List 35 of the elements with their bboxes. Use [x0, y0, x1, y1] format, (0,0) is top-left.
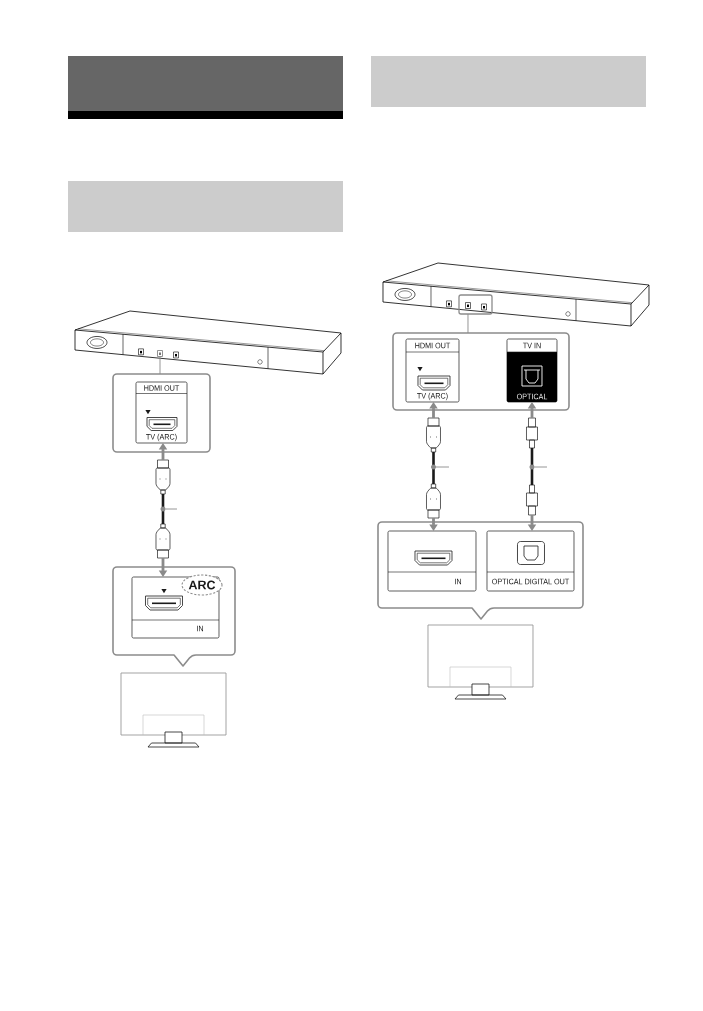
leader-line: [435, 466, 450, 468]
port-panel: [405, 338, 460, 403]
tv-drawing: [427, 624, 534, 700]
callout-box: [112, 566, 236, 667]
leader-line: [534, 466, 548, 468]
tv-drawing: [120, 672, 227, 748]
callout-box: [377, 521, 584, 620]
port-panel: [506, 338, 558, 403]
port-label: OPTICAL DIGITAL OUT: [492, 578, 570, 585]
port-label: TV (ARC): [146, 433, 177, 442]
connector-line: [159, 356, 161, 375]
port-label: IN: [197, 625, 203, 632]
hdmi-cable: [426, 417, 441, 519]
leader-line: [165, 508, 178, 510]
port-label: OPTICAL: [516, 393, 548, 400]
callout-box: [392, 332, 570, 411]
soundbar-drawing: [74, 310, 342, 375]
port-label: TV (ARC): [417, 392, 448, 401]
port-panel: [486, 530, 575, 592]
port-label: IN: [455, 578, 461, 585]
highlight-box: [458, 294, 493, 315]
port-socket: [157, 350, 163, 357]
panel-heading: HDMI OUT: [415, 342, 451, 349]
callout-box: [112, 373, 211, 453]
optical-cable: [526, 417, 538, 516]
port-panel: [387, 530, 477, 592]
arrow: [429, 518, 438, 531]
panel-heading: TV IN: [522, 342, 541, 349]
hdmi-cable: [155, 459, 171, 559]
soundbar-drawing: [382, 262, 650, 327]
port-panel: [131, 576, 220, 639]
arrow: [429, 402, 438, 418]
panel-heading: HDMI OUT: [144, 385, 180, 391]
port-panel: [135, 381, 188, 444]
connector-line: [467, 313, 469, 334]
